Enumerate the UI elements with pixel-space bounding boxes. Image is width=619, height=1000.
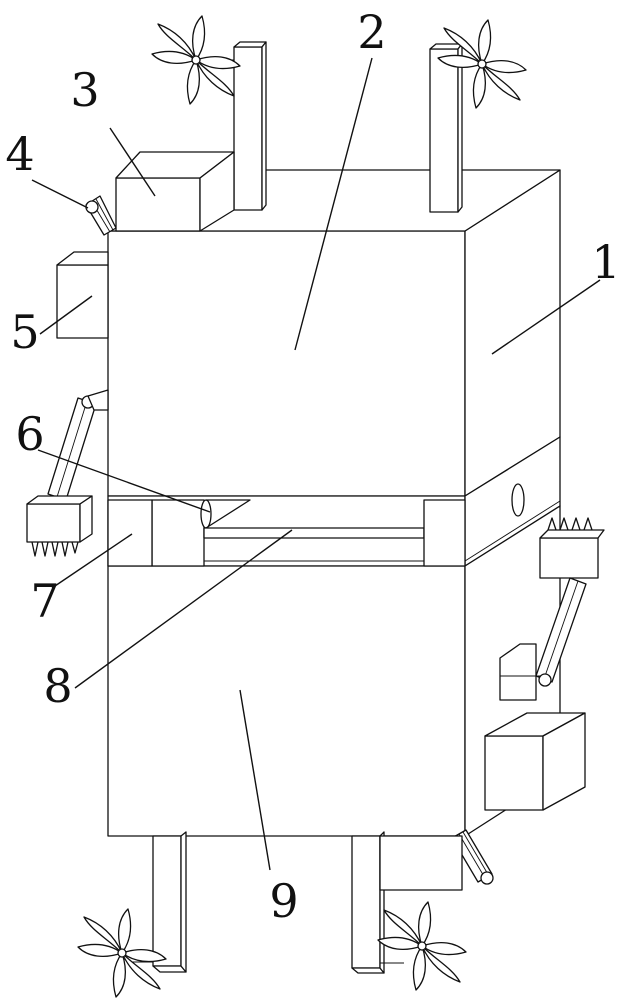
middle-internals bbox=[107, 499, 466, 567]
callout-9: 9 bbox=[269, 874, 298, 928]
left-toothed-head bbox=[26, 495, 93, 557]
top-left-fan bbox=[151, 15, 241, 105]
leader-lines bbox=[31, 57, 601, 871]
callout-8: 8 bbox=[43, 659, 72, 713]
callout-3: 3 bbox=[70, 63, 99, 117]
right-arm bbox=[499, 577, 587, 701]
left-arm bbox=[47, 389, 109, 501]
top-right-chimney bbox=[429, 43, 475, 213]
callout-6: 6 bbox=[15, 407, 44, 461]
upper-left-roller bbox=[85, 195, 117, 236]
callout-2: 2 bbox=[357, 5, 386, 59]
bottom-right-fan bbox=[377, 901, 467, 991]
right-toothed-head bbox=[539, 517, 605, 579]
bottom-left-leg bbox=[132, 831, 187, 973]
callout-labels: 1 2 3 4 5 6 7 8 9 bbox=[5, 5, 619, 928]
left-box bbox=[56, 251, 109, 339]
callout-4: 4 bbox=[5, 127, 34, 181]
callout-5: 5 bbox=[10, 305, 39, 359]
right-box bbox=[484, 712, 586, 811]
callout-1: 1 bbox=[591, 235, 619, 289]
callout-7: 7 bbox=[30, 574, 59, 628]
bottom-right-leg bbox=[351, 831, 463, 974]
